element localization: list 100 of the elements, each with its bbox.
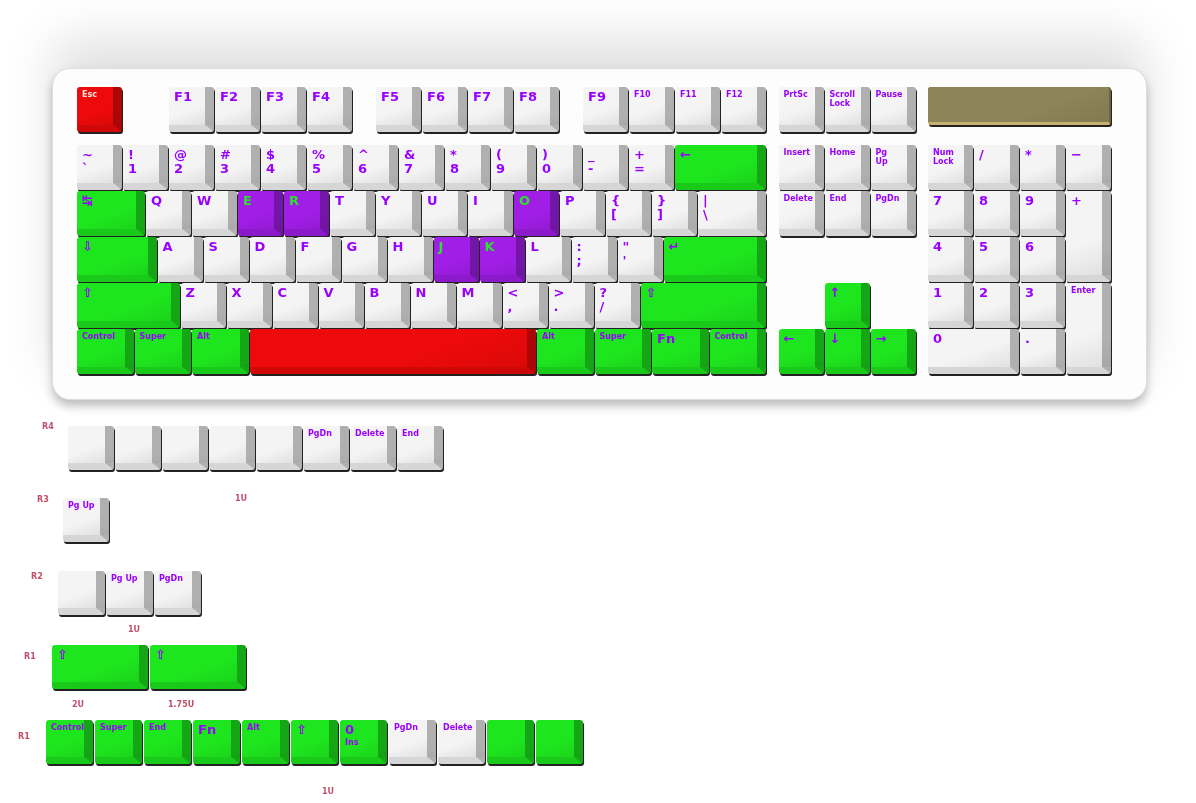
keycap xyxy=(150,645,246,689)
keycap xyxy=(445,144,490,190)
key-legend: 0 xyxy=(345,723,355,738)
key-legend: ] xyxy=(657,208,663,224)
keycap xyxy=(974,190,1019,236)
key-legend: Scroll Lock xyxy=(829,90,856,109)
key-legend: > xyxy=(553,285,565,301)
keycap xyxy=(525,236,571,282)
blank-keycap xyxy=(209,426,255,470)
keycap xyxy=(77,282,180,328)
keycap xyxy=(376,87,421,132)
key-legend: F8 xyxy=(519,90,537,105)
key-legend: PgDn xyxy=(875,193,900,203)
keycap xyxy=(341,236,387,282)
key-legend: F9 xyxy=(588,90,606,105)
key-legend: + xyxy=(634,147,645,163)
keyboard-case xyxy=(52,68,1147,400)
keycap xyxy=(364,282,410,328)
keycap xyxy=(974,282,1019,328)
keycap xyxy=(318,282,364,328)
size-label: 1U xyxy=(322,787,335,796)
keycap xyxy=(261,87,306,132)
key-legend: 3 xyxy=(1025,285,1035,301)
key-legend: Super xyxy=(100,723,127,733)
key-legend: = xyxy=(634,162,645,178)
blank-keycap xyxy=(115,426,161,470)
keycap xyxy=(824,282,870,328)
key-legend: Super xyxy=(599,331,627,341)
keycap xyxy=(422,87,467,132)
nameplate xyxy=(928,87,1111,126)
key-legend: 2 xyxy=(979,285,989,301)
key-legend: F6 xyxy=(427,90,445,105)
keycap xyxy=(548,282,594,328)
key-legend: G xyxy=(346,239,358,255)
keycap xyxy=(468,87,513,132)
keycap xyxy=(410,282,456,328)
keycap xyxy=(594,282,640,328)
key-legend: Esc xyxy=(82,90,97,100)
key-legend: } xyxy=(657,193,667,209)
keycap xyxy=(77,144,122,190)
keycap xyxy=(778,144,824,190)
keycap xyxy=(387,236,433,282)
key-legend: Num Lock xyxy=(933,147,959,166)
key-legend: P xyxy=(565,193,575,209)
key-legend: Control xyxy=(51,723,84,733)
key-legend: 8 xyxy=(450,162,460,178)
key-legend: Alt xyxy=(542,331,555,341)
keycap xyxy=(169,87,214,132)
key-legend: F2 xyxy=(220,90,238,105)
row-label: R4 xyxy=(42,422,54,431)
key-legend: ~ xyxy=(82,147,93,163)
keycap xyxy=(824,87,870,132)
keycap xyxy=(870,87,916,132)
key-legend: Pg Up xyxy=(875,147,902,166)
keycap xyxy=(123,144,168,190)
key-legend: C xyxy=(277,285,288,301)
key-legend: D xyxy=(254,239,266,255)
keycap xyxy=(350,426,396,470)
key-legend: ⇧ xyxy=(645,285,657,301)
key-legend: / xyxy=(599,300,605,316)
keycap xyxy=(560,190,605,236)
blank-keycap xyxy=(162,426,208,470)
key-legend: 5 xyxy=(312,162,322,178)
blank-keycap xyxy=(536,720,583,764)
key-legend: & xyxy=(404,147,416,163)
key-legend: ↹ xyxy=(82,193,93,209)
keycap xyxy=(928,282,973,328)
key-legend: @ xyxy=(174,147,187,163)
keycap xyxy=(1020,328,1065,374)
row-label: R2 xyxy=(31,572,43,581)
key-legend: - xyxy=(588,162,594,178)
keycap xyxy=(203,236,249,282)
keycap xyxy=(422,190,467,236)
keycap xyxy=(629,87,674,132)
keycap xyxy=(1066,144,1111,190)
key-legend: Delete xyxy=(783,193,813,203)
keycap xyxy=(617,236,663,282)
keycap xyxy=(663,236,766,282)
key-legend: S xyxy=(208,239,218,255)
keycap xyxy=(106,571,153,615)
keycap xyxy=(77,190,145,236)
row-label: R1 xyxy=(18,732,30,741)
keycap xyxy=(1020,190,1065,236)
key-legend: ; xyxy=(576,254,582,270)
blank-keycap xyxy=(58,571,105,615)
keycap xyxy=(974,236,1019,282)
keycap xyxy=(928,144,973,190)
key-legend: O xyxy=(519,193,531,209)
keycap xyxy=(192,190,237,236)
key-legend: 7 xyxy=(404,162,414,178)
blank-keycap xyxy=(256,426,302,470)
keycap xyxy=(468,190,513,236)
key-legend: _ xyxy=(588,147,595,163)
keycap xyxy=(295,236,341,282)
keycap xyxy=(571,236,617,282)
keycap xyxy=(1066,190,1111,282)
key-legend: 1 xyxy=(933,285,943,301)
key-legend: Fn xyxy=(198,723,217,738)
key-legend: 9 xyxy=(1025,193,1035,209)
key-legend: [ xyxy=(611,208,617,224)
